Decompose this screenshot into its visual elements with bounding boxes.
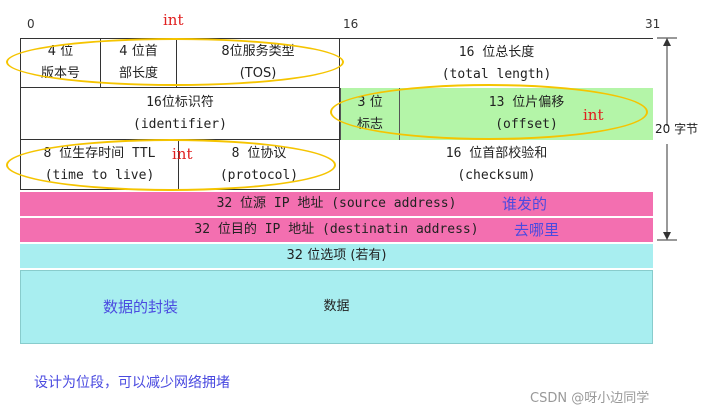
- identifier-line2: (identifier): [133, 116, 227, 132]
- data-label: 数据: [323, 299, 350, 314]
- highlight-ellipse-offset: [330, 84, 648, 140]
- options-field: 32 位选项 (若有): [20, 244, 653, 268]
- who-sent-annotation: 谁发的: [502, 195, 548, 213]
- header-size-label: 20 字节: [655, 122, 699, 136]
- identifier-line1: 16位标识符: [146, 94, 214, 110]
- checksum-field: 16 位首部校验和 (checksum): [340, 140, 653, 190]
- where-to-annotation: 去哪里: [514, 221, 560, 239]
- watermark: CSDN @呀小边同学: [530, 391, 650, 406]
- identifier-field: 16位标识符 (identifier): [20, 88, 340, 140]
- design-note: 设计为位段，可以减少网络拥堵: [34, 375, 230, 391]
- checksum-line1: 16 位首部校验和: [445, 146, 548, 161]
- checksum-line2: (checksum): [457, 168, 536, 183]
- options-label: 32 位选项 (若有): [286, 248, 387, 263]
- bit-label-0: 0: [27, 17, 35, 31]
- total-length-field: 16 位总长度 (total length): [340, 38, 653, 88]
- source-address-field: 32 位源 IP 地址 (source address): [20, 192, 653, 216]
- highlight-ellipse-ttl: [6, 139, 336, 191]
- encapsulation-annotation: 数据的封装: [103, 298, 179, 316]
- total-length-line1: 16 位总长度: [458, 44, 535, 60]
- header-size-bracket: [657, 37, 677, 241]
- source-address-label: 32 位源 IP 地址 (source address): [216, 196, 457, 211]
- destination-address-label: 32 位目的 IP 地址 (destinatin address): [194, 222, 479, 237]
- destination-address-field: 32 位目的 IP 地址 (destinatin address): [20, 218, 653, 242]
- bit-label-31: 31: [645, 17, 661, 31]
- data-field: 数据: [20, 270, 653, 344]
- int-annotation-top: int: [163, 11, 184, 29]
- bit-label-16: 16: [343, 17, 359, 31]
- highlight-ellipse-row1: [6, 38, 344, 86]
- total-length-line2: (total length): [441, 66, 552, 82]
